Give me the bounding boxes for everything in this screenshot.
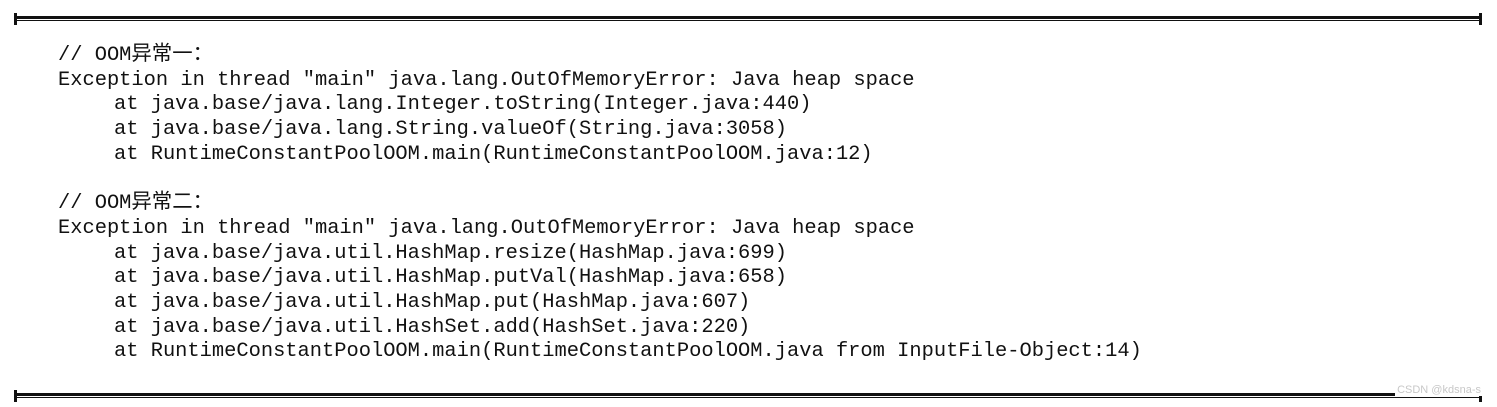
stack-frame: at java.base/java.lang.Integer.toString(…	[114, 93, 812, 117]
watermark: CSDN @kdsna-s	[1395, 384, 1483, 396]
exception-line-2: Exception in thread "main" java.lang.Out…	[58, 216, 915, 240]
comment-line-2: // OOM异常二：	[58, 192, 213, 216]
code-block: // OOM异常一：Exception in thread "main" jav…	[58, 44, 1142, 365]
stack-frame: at RuntimeConstantPoolOOM.main(RuntimeCo…	[114, 142, 873, 166]
blank-line	[58, 167, 1142, 192]
stack-frame: at RuntimeConstantPoolOOM.main(RuntimeCo…	[114, 340, 1142, 364]
exception-line-1: Exception in thread "main" java.lang.Out…	[58, 68, 915, 92]
bottom-rule	[14, 390, 1482, 402]
stack-frame: at java.base/java.lang.String.valueOf(St…	[114, 118, 788, 142]
stack-frame: at java.base/java.util.HashMap.resize(Ha…	[114, 241, 788, 265]
stack-frame: at java.base/java.util.HashMap.put(HashM…	[114, 290, 751, 314]
comment-line-1: // OOM异常一：	[58, 44, 213, 67]
stack-frame: at java.base/java.util.HashMap.putVal(Ha…	[114, 266, 788, 290]
stack-frame: at java.base/java.util.HashSet.add(HashS…	[114, 315, 751, 339]
top-rule	[14, 13, 1482, 25]
